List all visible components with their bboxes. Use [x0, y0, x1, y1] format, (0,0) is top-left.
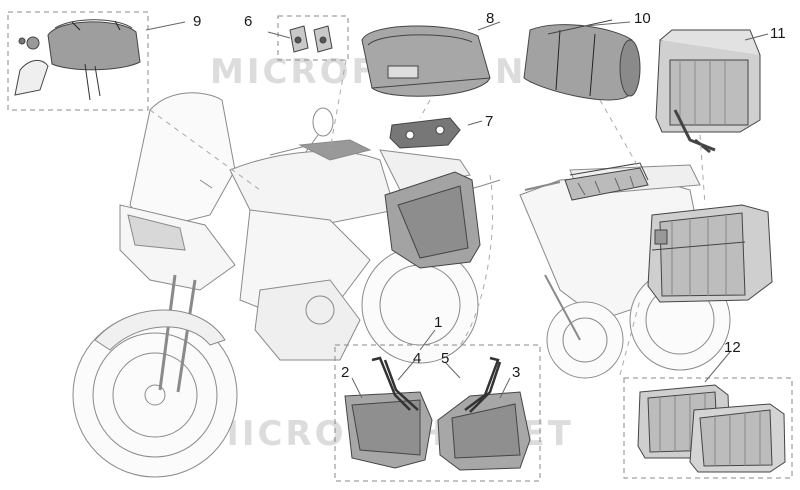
part-3-right-pannier	[437, 391, 531, 471]
part-1-frame	[334, 344, 541, 482]
part-5-right-frame	[464, 356, 502, 413]
right-bike-side-case	[647, 204, 773, 303]
callout-5: 5	[441, 350, 450, 367]
part-9-tank-bag	[14, 19, 141, 101]
callout-4: 4	[413, 350, 422, 367]
part-12-aluminium-side-cases	[637, 384, 786, 473]
part-2-left-pannier	[344, 391, 433, 469]
right-bike-top-case	[564, 162, 649, 201]
left-bike-saddlebag	[384, 171, 481, 269]
part-9-frame	[7, 11, 149, 111]
part-10-roll-bag	[523, 19, 641, 101]
part-7-mounting-plate	[389, 117, 461, 149]
callout-2: 2	[341, 364, 350, 381]
callout-12: 12	[724, 339, 741, 356]
callout-6: 6	[244, 13, 253, 30]
left-motorcycle-outline	[72, 92, 501, 478]
part-6-lock-inserts	[289, 25, 333, 53]
part-6-frame	[277, 15, 349, 61]
part-11-aluminium-top-box	[655, 29, 761, 154]
callout-1: 1	[434, 314, 443, 331]
callout-7: 7	[485, 113, 494, 130]
callout-11: 11	[770, 25, 786, 42]
part-4-left-frame	[371, 356, 419, 411]
callout-10: 10	[634, 10, 651, 27]
callout-9: 9	[193, 13, 202, 30]
callout-8: 8	[486, 10, 495, 27]
leader-lines	[145, 21, 769, 399]
part-8-top-case	[361, 25, 491, 97]
callout-3: 3	[512, 364, 521, 381]
